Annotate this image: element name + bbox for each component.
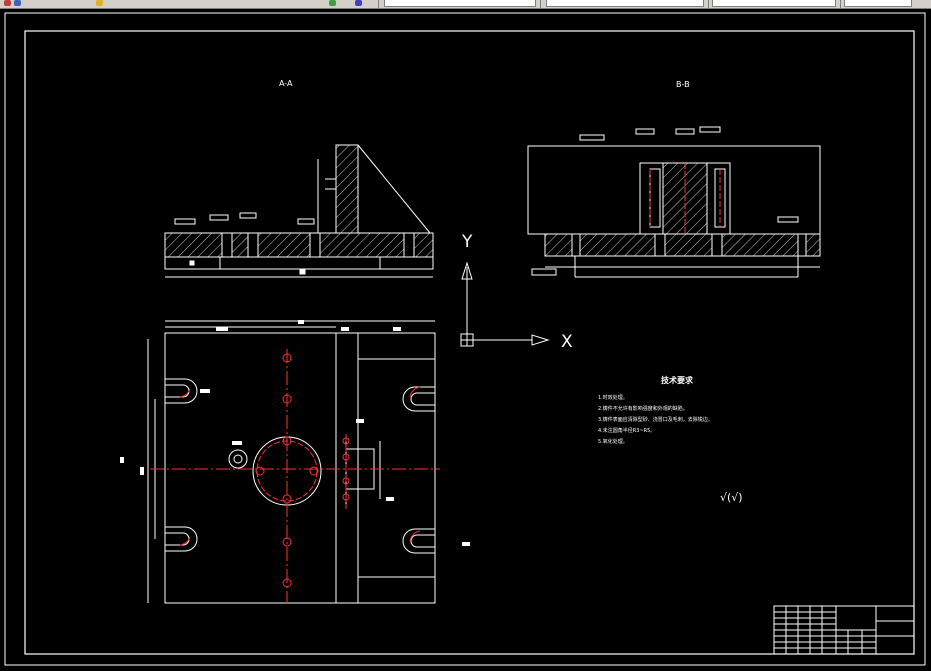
cad-toolbar	[0, 0, 931, 9]
roughness-symbol: √(√)	[720, 491, 743, 504]
section-bb-label: B-B	[676, 80, 690, 89]
tech-req-title: 技术要求	[661, 375, 694, 385]
section-aa-label: A-A	[279, 79, 293, 88]
properties-button-icon[interactable]	[355, 0, 362, 6]
section-aa-view	[164, 144, 434, 278]
inner-border	[24, 30, 915, 655]
pan-icon[interactable]	[329, 0, 336, 6]
linetype-dropdown[interactable]	[712, 0, 836, 7]
tech-req-item: 2.铸件不允许有影响强度和外观的缺陷。	[598, 405, 688, 412]
plan-view-holes	[255, 353, 350, 588]
drawing-canvas[interactable]: A-A B-B	[0, 9, 931, 671]
zoom-icon[interactable]	[96, 0, 103, 6]
ucs-y-label: Y	[461, 232, 473, 252]
plan-view	[147, 320, 436, 604]
tech-req-item: 5.氧化处理。	[598, 438, 628, 445]
lineweight-dropdown[interactable]	[844, 0, 912, 7]
tech-req-item: 4.未注圆角半径R3~R5。	[598, 427, 655, 434]
tech-req-item: 3.铸件表面应清除型砂、浇冒口及毛刺，去除锐边。	[598, 416, 713, 423]
layer-dropdown[interactable]	[384, 0, 536, 7]
section-bb-view	[527, 126, 821, 278]
layer-icon[interactable]	[4, 0, 11, 6]
ucs-x-label: X	[561, 332, 573, 352]
plan-view-centerlines	[150, 349, 440, 603]
outer-border	[4, 12, 926, 666]
title-block	[773, 605, 915, 655]
ucs-icon	[460, 261, 550, 347]
tech-req-item: 1.时效处理。	[598, 394, 628, 401]
plan-view-dimension-text	[120, 320, 470, 546]
color-dropdown[interactable]	[546, 0, 704, 7]
cad-drawing: A-A B-B	[4, 12, 926, 666]
properties-icon[interactable]	[14, 0, 21, 6]
